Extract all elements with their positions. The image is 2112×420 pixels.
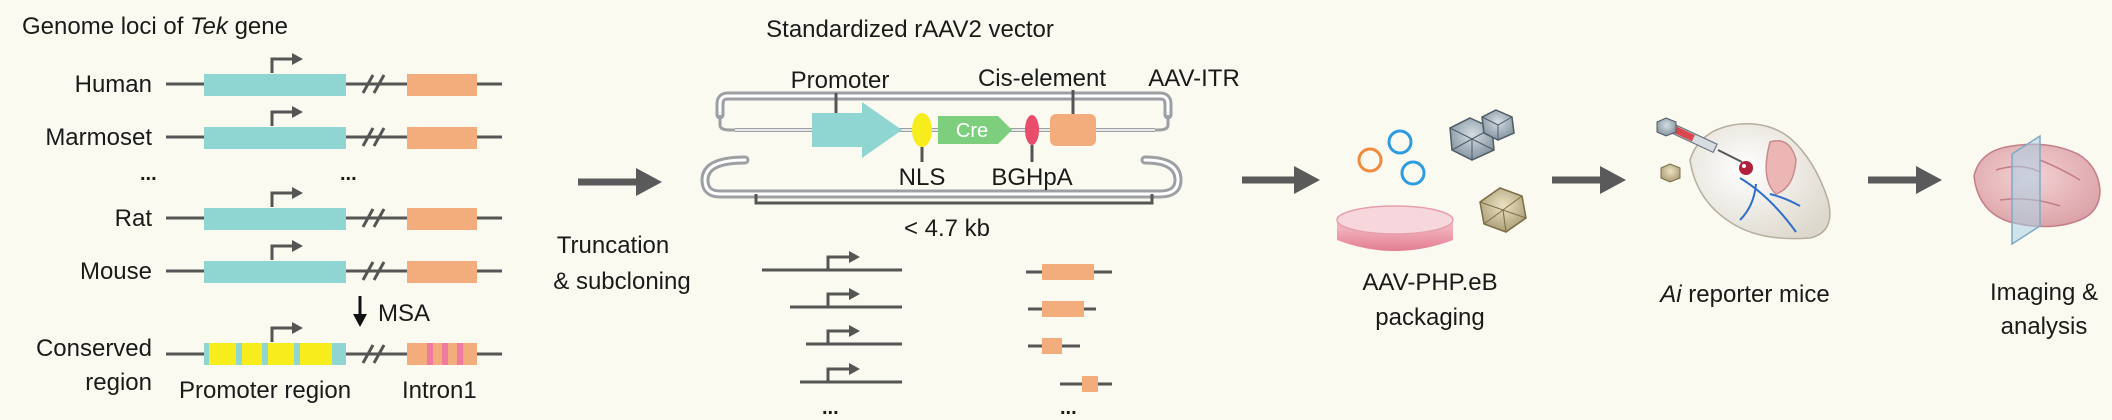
process-arrow-3 [1552,166,1626,194]
genome-loci-title: Genome loci of Tek gene [22,13,288,40]
process-arrow-2 [1242,166,1320,194]
truncated-intron-fragments [1026,264,1112,392]
species-label-rat: Rat [115,205,153,232]
promoter-label: Promoter [791,67,890,94]
msa-arrow [353,296,367,327]
conserved-label-line2: region [85,369,152,396]
gene-row-marmoset: Marmoset [45,106,502,151]
species-label-human: Human [75,71,152,98]
truncation-label-line1: Truncation [557,232,670,259]
packaging-label-line1: AAV-PHP.eB [1362,269,1497,296]
species-label-mouse: Mouse [80,258,152,285]
aav-itr-label: AAV-ITR [1148,65,1240,92]
species-label-marmoset: Marmoset [45,124,152,151]
promoter-fragments-ellipsis: ... [822,397,839,419]
reporter-mice-label: Ai reporter mice [1658,281,1829,308]
imaging-label-line2: analysis [2001,313,2088,340]
vector-title: Standardized rAAV2 vector [766,16,1054,43]
nls-element [912,113,932,147]
cre-label: Cre [956,120,988,142]
culture-dish-icon [1336,205,1454,251]
capsid-gold [1479,187,1527,233]
mouse-injection-icon [1656,117,1831,240]
size-bracket [754,194,1154,205]
truncation-label-line2: & subcloning [553,268,690,295]
gene-ellipsis: ... [340,163,357,185]
intron-fragments-ellipsis: ... [1060,397,1077,419]
msa-label: MSA [378,300,430,327]
process-arrow-1 [578,168,662,196]
conserved-label-line1: Conserved [36,335,152,362]
bghpa-label: BGHpA [991,164,1072,191]
gene-row-conserved: Conserved region [36,322,502,396]
imaging-label-line1: Imaging & [1990,279,2098,306]
bghpa-element [1025,115,1039,145]
capsid-blue-2 [1481,109,1515,141]
truncated-promoter-fragments [762,251,902,384]
aav-particles [1357,109,1527,233]
gene-row-mouse: Mouse [80,240,502,285]
packaging-label-line2: packaging [1375,304,1484,331]
intron1-label: Intron1 [402,377,477,404]
brain-imaging-icon [1973,134,2101,246]
nls-label: NLS [899,164,946,191]
species-ellipsis: ... [140,163,157,185]
gene-row-rat: Rat [115,187,502,232]
process-arrow-4 [1868,166,1942,194]
vector-size-label: < 4.7 kb [904,215,990,242]
cis-element-label: Cis-element [978,65,1106,92]
cre-element [938,116,1012,144]
promoter-arrow-element [812,102,902,158]
gene-row-human: Human [75,53,502,98]
cis-element [1050,114,1096,146]
plasmid-backbone [715,91,1173,120]
promoter-region-label: Promoter region [179,377,351,404]
